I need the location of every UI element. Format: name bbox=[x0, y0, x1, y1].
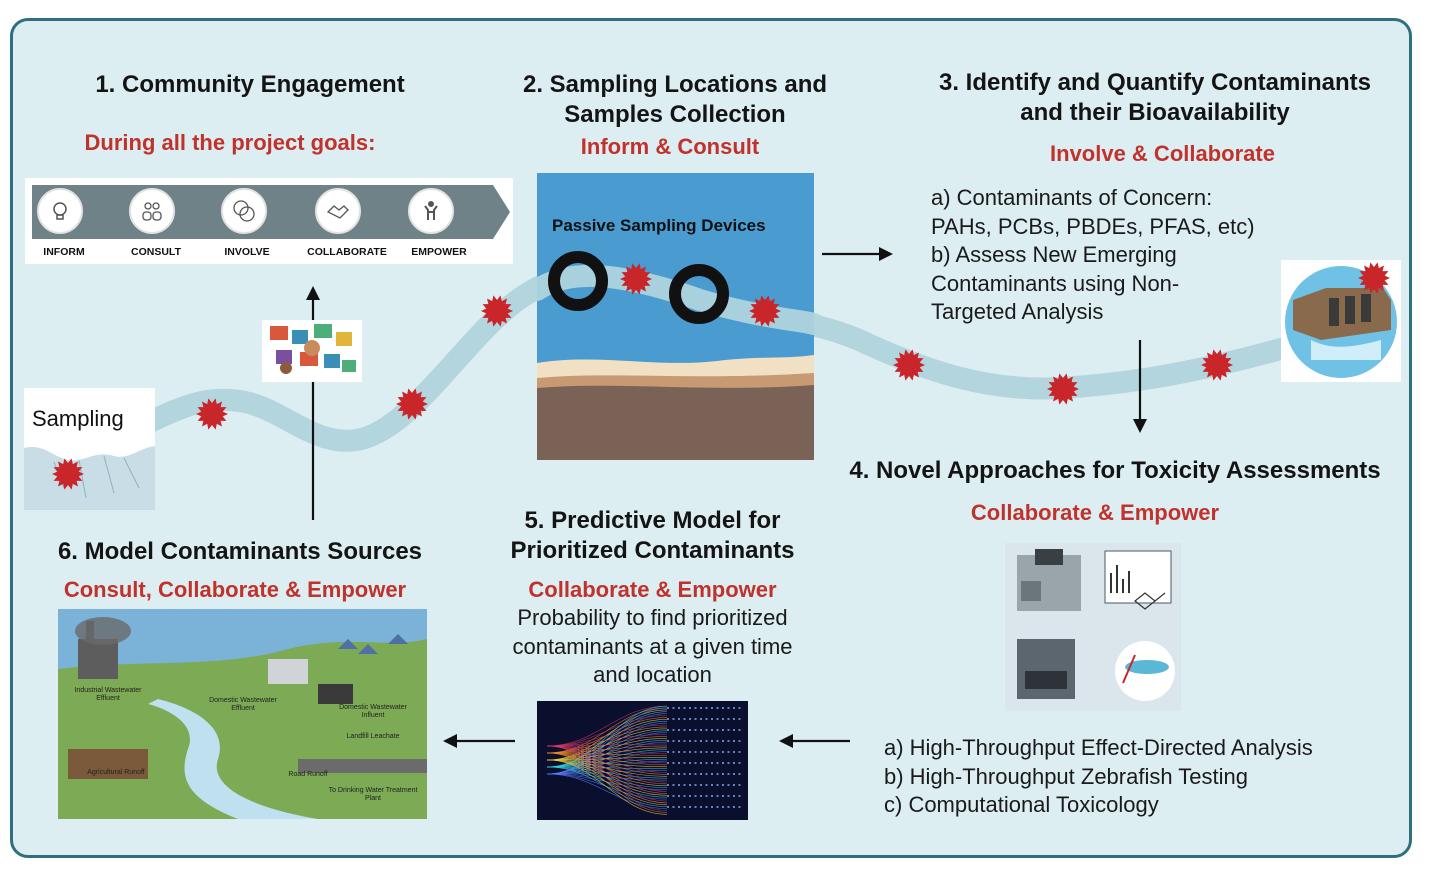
arrow-4-to-5-head bbox=[779, 734, 793, 748]
step3-subtitle: Involve & Collaborate bbox=[1050, 141, 1275, 166]
label-domestic-effluent: Domestic Wastewater Effluent bbox=[209, 697, 277, 712]
step3-line: b) Assess New Emerging bbox=[931, 242, 1177, 267]
arrow-3-to-4-head bbox=[1133, 419, 1147, 433]
step5-line: Probability to find prioritized bbox=[517, 605, 788, 630]
passive-sampling-label: Passive Sampling Devices bbox=[552, 216, 766, 235]
lab-equipment-icon bbox=[1017, 549, 1175, 701]
step3-line: Contaminants using Non- bbox=[931, 270, 1180, 296]
sampling-map-label: Sampling bbox=[32, 406, 124, 431]
step1-title: 1. Community Engagement bbox=[95, 71, 405, 98]
spectrum-label-involve: INVOLVE bbox=[224, 246, 270, 258]
sampling-marker bbox=[893, 349, 925, 381]
step4-line: c) Computational Toxicology bbox=[884, 792, 1159, 817]
passive-sampler-ring-2 bbox=[669, 264, 729, 324]
step5-title-line2: Prioritized Contaminants bbox=[510, 537, 795, 564]
label-industrial: Industrial Wastewater Effluent bbox=[74, 687, 142, 702]
step3-line: Targeted Analysis bbox=[931, 299, 1104, 324]
puzzle-pieces-icon bbox=[270, 324, 356, 374]
step3-details: a) Contaminants of Concern: PAHs, PCBs, … bbox=[931, 184, 1255, 327]
step2-title-line1: 2. Sampling Locations and bbox=[522, 71, 828, 98]
sampling-marker bbox=[749, 295, 781, 327]
spectrum-label-empower: EMPOWER bbox=[411, 246, 467, 258]
predictive-model-image bbox=[537, 701, 748, 820]
step4-line: b) High-Throughput Zebrafish Testing bbox=[884, 763, 1249, 789]
toxicity-lab-image bbox=[1005, 543, 1181, 711]
label-drinking-water: To Drinking Water Treatment Plant bbox=[328, 787, 418, 802]
handshake-icon bbox=[315, 188, 361, 234]
sampling-map: Sampling bbox=[24, 388, 155, 510]
step5-details: Probability to find prioritized contamin… bbox=[480, 604, 825, 690]
consult-people-icon bbox=[129, 188, 175, 234]
label-domestic-influent: Domestic Wastewater Influent bbox=[339, 704, 407, 719]
step2-subtitle: Inform & Consult bbox=[580, 134, 760, 159]
empower-person-icon bbox=[408, 188, 454, 234]
sampling-marker bbox=[1047, 373, 1079, 405]
label-agricultural: Agricultural Runoff bbox=[87, 769, 145, 776]
arrow-6-to-1-head bbox=[306, 286, 320, 300]
spectrum-label-consult: CONSULT bbox=[131, 246, 181, 258]
step2-title-line2: Samples Collection bbox=[564, 101, 786, 128]
sampling-marker bbox=[196, 398, 228, 430]
sampling-marker bbox=[481, 295, 513, 327]
dam-icon bbox=[1285, 266, 1397, 378]
step5-subtitle: Collaborate & Empower bbox=[528, 577, 777, 602]
step4-details: a) High-Throughput Effect-Directed Analy… bbox=[884, 734, 1313, 820]
step4-subtitle: Collaborate & Empower bbox=[970, 500, 1220, 525]
lightbulb-icon bbox=[37, 188, 83, 234]
step4-title: 4. Novel Approaches for Toxicity Assessm… bbox=[849, 457, 1381, 484]
step5-line: and location bbox=[593, 662, 712, 687]
step3-title-line1: 3. Identify and Quantify Contaminants bbox=[938, 69, 1372, 96]
passive-sampler-ring-1 bbox=[548, 251, 608, 311]
spectrum-label-collaborate: COLLABORATE bbox=[307, 246, 387, 258]
arrow-5-to-6-head bbox=[443, 734, 457, 748]
sampling-marker bbox=[620, 263, 652, 295]
watershed-illustration bbox=[58, 609, 427, 819]
watershed-image: Industrial Wastewater Effluent Domestic … bbox=[58, 609, 427, 819]
engagement-spectrum-panel: INFORM CONSULT INVOLVE COLLABORATE EMPOW… bbox=[25, 178, 513, 264]
arrow-2-to-3-head bbox=[879, 247, 893, 261]
label-landfill: Landfill Leachate bbox=[346, 733, 400, 740]
step5-line: contaminants at a given time bbox=[512, 633, 793, 659]
data-network-graphic bbox=[546, 705, 741, 815]
step6-title: 6. Model Contaminants Sources bbox=[57, 538, 423, 565]
involve-people-icon bbox=[221, 188, 267, 234]
step4-line: a) High-Throughput Effect-Directed Analy… bbox=[884, 735, 1313, 760]
step3-line: a) Contaminants of Concern: bbox=[931, 185, 1213, 210]
puzzle-hands-image bbox=[262, 320, 362, 382]
sampling-marker bbox=[1201, 349, 1233, 381]
sampling-marker bbox=[52, 458, 84, 490]
sampling-marker bbox=[396, 388, 428, 420]
step3-line: PAHs, PCBs, PBDEs, PFAS, etc) bbox=[931, 213, 1255, 239]
label-road: Road Runoff bbox=[288, 771, 328, 778]
step1-subtitle: During all the project goals: bbox=[84, 130, 376, 155]
spectrum-label-inform: INFORM bbox=[43, 246, 85, 258]
sampling-marker bbox=[1358, 262, 1390, 294]
step3-title-line2: and their Bioavailability bbox=[1020, 99, 1290, 126]
step5-title-line1: 5. Predictive Model for bbox=[524, 507, 781, 534]
step6-subtitle: Consult, Collaborate & Empower bbox=[63, 577, 407, 602]
